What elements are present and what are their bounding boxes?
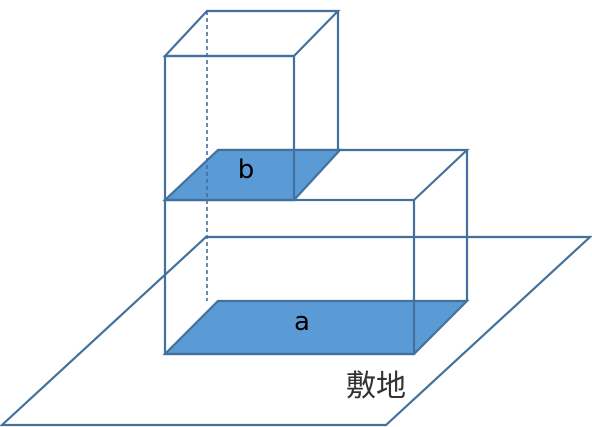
upper-top-face	[162, 9, 341, 58]
floor-a-label: a	[294, 307, 310, 337]
floor-a	[162, 299, 470, 356]
upper-volume	[162, 9, 343, 301]
floor-b-label: b	[238, 155, 255, 185]
site-plane	[0, 235, 592, 427]
site-label: 敷地	[346, 369, 406, 404]
